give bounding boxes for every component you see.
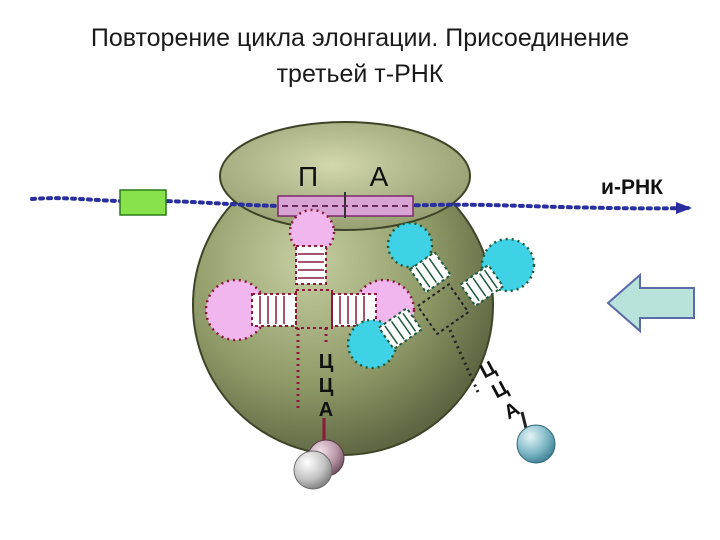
mrna-arrowhead — [676, 202, 692, 214]
title-line-1: Повторение цикла элонгации. Присоединени… — [90, 24, 630, 52]
cca-right-c2: Ц — [488, 377, 512, 403]
amino-acid-sphere-teal — [516, 424, 556, 464]
site-p-label: П — [298, 161, 318, 192]
slide-title: Повторение цикла элонгации. Присоединени… — [20, 20, 700, 92]
cca-right-a: А — [500, 398, 523, 424]
amino-acid-sphere-grey — [293, 450, 333, 490]
mrna-label: и-РНК — [601, 176, 663, 199]
cca-left-a: А — [319, 399, 333, 421]
cca-left-c1: Ц — [319, 351, 334, 373]
trna-a-site — [346, 221, 536, 429]
site-a-label: А — [370, 161, 389, 192]
green-codon-box — [119, 189, 167, 216]
title-line-2: третьей т-РНК — [276, 60, 444, 88]
left-arrow-icon — [606, 272, 695, 334]
cca-left-c2: Ц — [319, 375, 334, 397]
